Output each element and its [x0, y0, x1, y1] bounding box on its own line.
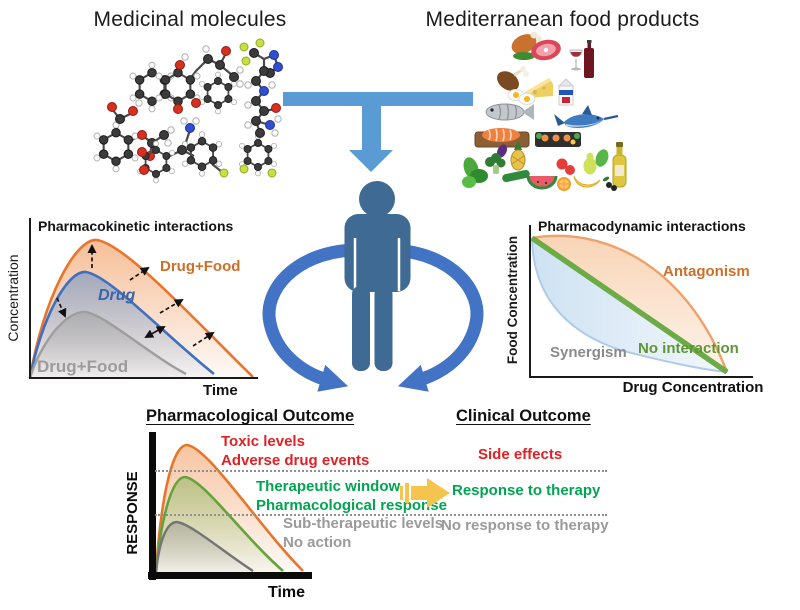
response-curve-subtherapeutic — [154, 520, 254, 573]
pd-label-synergism: Synergism — [550, 344, 627, 361]
mediterranean-food-title: Mediterranean food products — [425, 8, 700, 31]
food-pyramid-illustration — [462, 31, 627, 191]
pk-label-increased: Drug+Food — [160, 258, 240, 275]
no-response-label: No response to therapy — [441, 517, 609, 534]
response-x-label: Time — [268, 584, 305, 601]
pk-x-label: Time — [203, 382, 238, 399]
toxic-threshold-line — [155, 470, 607, 472]
pd-no-interaction-line — [530, 235, 729, 375]
molecules-illustration — [58, 38, 283, 195]
interaction-cycle-arrows — [262, 243, 484, 392]
pd-label-no-interaction: No interaction — [638, 340, 739, 357]
fried-eggs-icon — [507, 89, 536, 105]
molecule-paroxetine — [137, 117, 229, 183]
vegetables-icon — [462, 141, 609, 191]
response-y-label: RESPONSE — [124, 471, 141, 554]
molecule-warfarin — [130, 45, 244, 114]
pk-curve-increased — [28, 238, 254, 379]
salmon-board-icon — [474, 128, 530, 148]
side-effects-label: Side effects — [478, 446, 563, 463]
pharmacokinetic-chart: Pharmacokinetic interactions Concentrati… — [5, 218, 258, 399]
pk-curve-decreased — [28, 310, 187, 379]
meat-icon — [511, 31, 561, 61]
molecule-sitagliptin — [239, 38, 283, 178]
response-area-subtherapeutic — [156, 522, 253, 572]
cycle-arrow-right-icon — [392, 243, 484, 392]
pk-title: Pharmacokinetic interactions — [38, 218, 234, 234]
wine-icon — [569, 40, 594, 78]
response-y-axis — [149, 432, 156, 580]
pd-y-label: Food Concentration — [505, 236, 520, 364]
response-x-axis — [148, 572, 312, 579]
pharmacodynamic-chart: Pharmacodynamic interactions Food Concen… — [505, 218, 764, 396]
pd-label-antagonism: Antagonism — [663, 263, 750, 280]
fast-forward-arrow-icon — [400, 478, 450, 508]
pk-shift-arrows — [56, 244, 215, 347]
clinical-outcome-title: Clinical Outcome — [456, 407, 591, 425]
pd-title: Pharmacodynamic interactions — [538, 218, 746, 234]
molecule-aspirin — [94, 99, 175, 172]
olive-oil-icon — [602, 142, 627, 191]
down-arrow-icon — [283, 92, 473, 172]
pk-curve-drug — [28, 270, 215, 379]
cheese-icon — [525, 78, 553, 98]
pharmacological-outcome-title: Pharmacological Outcome — [146, 407, 355, 425]
medicinal-molecules-title: Medicinal molecules — [93, 8, 287, 31]
pk-label-decreased: Drug+Food — [37, 357, 128, 376]
pd-x-label: Drug Concentration — [623, 379, 764, 396]
response-chart: RESPONSE Time — [124, 432, 312, 601]
fish-icon — [485, 103, 534, 121]
seafood-platter-icon — [535, 132, 581, 147]
therapeutic-window-label: Therapeutic window Pharmacological respo… — [256, 478, 447, 514]
therapeutic-threshold-line — [155, 514, 607, 516]
pk-area-decreased — [30, 311, 186, 378]
human-figure-icon — [344, 181, 411, 371]
pk-y-label: Concentration — [5, 254, 21, 341]
response-curve-toxic — [154, 443, 304, 573]
response-to-therapy-label: Response to therapy — [452, 482, 601, 499]
cycle-arrow-left-icon — [262, 243, 354, 392]
swordfish-icon — [554, 105, 619, 128]
pd-curve-antagonism — [531, 234, 729, 373]
subtherapeutic-label: Sub-therapeutic levels No action — [283, 515, 444, 551]
toxic-levels-label: Toxic levels Adverse drug events — [221, 433, 370, 469]
response-curve-therapeutic — [154, 475, 284, 573]
turkey-leg-icon — [497, 66, 529, 91]
pd-curve-synergism — [531, 237, 728, 373]
pk-label-drug: Drug — [98, 287, 136, 304]
milk-carton-icon — [557, 78, 575, 106]
